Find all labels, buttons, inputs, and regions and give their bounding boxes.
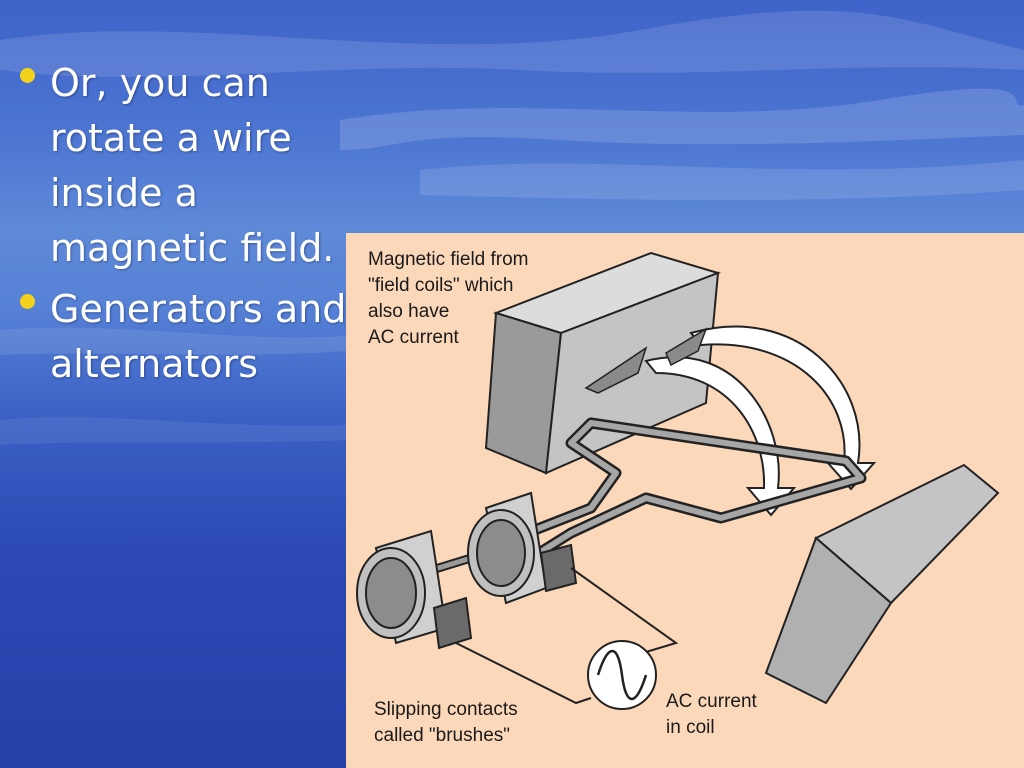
bullet-list: Or, you can rotate a wire inside a magne… — [14, 56, 364, 398]
bullet-icon — [20, 294, 35, 309]
bullet-item: Or, you can rotate a wire inside a magne… — [14, 56, 364, 276]
brush — [432, 543, 578, 650]
brushes-label: Slipping contacts called "brushes" — [374, 699, 518, 746]
generator-diagram: Magnetic field from "field coils" which … — [346, 233, 1024, 768]
circuit-wire — [455, 642, 592, 705]
field-coil-label: Magnetic field from "field coils" which … — [368, 249, 529, 348]
coil-plate — [665, 327, 708, 367]
bullet-text: Or, you can rotate a wire inside a magne… — [50, 61, 335, 270]
generator-illustration — [356, 251, 1000, 710]
sine-wave-icon — [596, 650, 648, 700]
ac-meter — [587, 640, 657, 710]
coil-current-label: AC current in coil — [666, 691, 757, 738]
bullet-text: Generators and alternators — [50, 287, 347, 386]
bullet-icon — [20, 68, 35, 83]
bullet-item: Generators and alternators — [14, 282, 364, 392]
slip-ring — [467, 491, 548, 605]
magnet-pole-front — [764, 463, 1000, 705]
slip-ring — [356, 529, 448, 645]
coil-plate — [584, 346, 648, 394]
